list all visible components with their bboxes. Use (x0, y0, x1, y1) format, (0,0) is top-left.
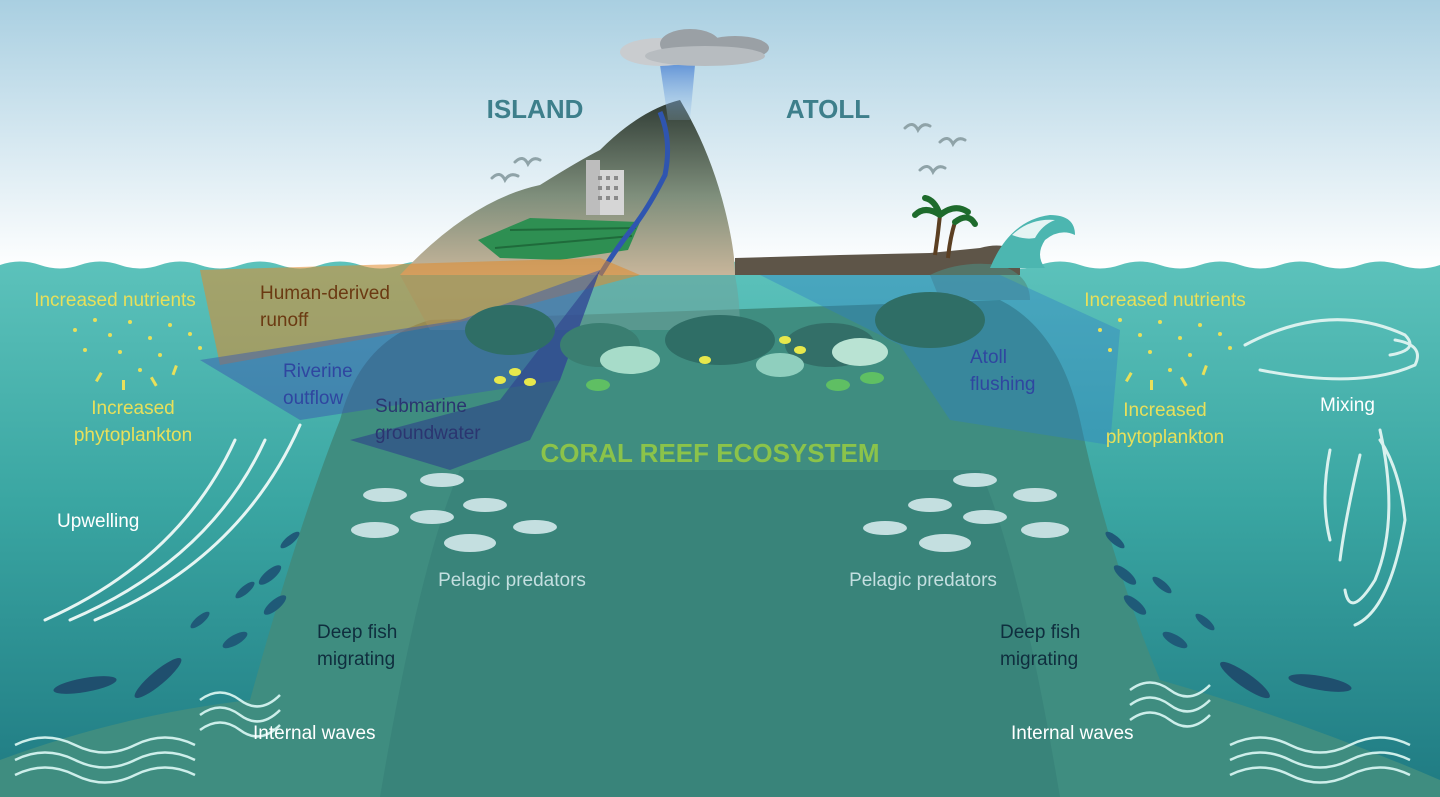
squid-icon (53, 657, 1352, 699)
atoll-heading: ATOLL (786, 94, 870, 124)
nutrient-particles-left (73, 318, 202, 390)
pelagic-predator-fish-left (351, 473, 557, 552)
mixing-label: Mixing (1320, 395, 1375, 416)
runoff-plume (200, 258, 640, 365)
phyto-label-left-1: Increased (91, 398, 174, 419)
pelagic-predator-fish-right (863, 473, 1069, 552)
riverine-label-2: outflow (283, 388, 343, 409)
building-windows (598, 176, 618, 200)
deepfish-label-left-1: Deep fish (317, 622, 397, 643)
atoll-flushing-label-1: Atoll (970, 347, 1007, 368)
rain-beam (660, 65, 695, 120)
upwelling-arrows (43, 423, 302, 622)
mixing-arrows (1243, 318, 1419, 627)
phyto-label-left-2: phytoplankton (74, 425, 192, 446)
predators-label-left: Pelagic predators (438, 570, 586, 591)
predators-label-right: Pelagic predators (849, 570, 997, 591)
deep-fish-right (1105, 531, 1215, 649)
atoll-flushing-label-2: flushing (970, 374, 1036, 395)
wave-crest (1012, 219, 1055, 239)
deep-fish-left (190, 531, 300, 649)
palm-tree-icon (912, 195, 978, 259)
coral-reef (465, 292, 985, 377)
island-mountain (400, 100, 735, 275)
runoff-label-1: Human-derived (260, 283, 390, 304)
nutrients-label-right: Increased nutrients (1084, 290, 1246, 311)
breaking-wave (990, 215, 1075, 268)
submarine-label-2: groundwater (375, 423, 481, 444)
deepfish-label-left-2: migrating (317, 649, 395, 670)
cloud-icon (620, 29, 769, 66)
internal-waves-label-left: Internal waves (253, 723, 376, 744)
atoll-flushing-plume (760, 275, 1120, 445)
deepfish-label-right-2: migrating (1000, 649, 1078, 670)
river (597, 111, 671, 277)
upwelling-label: Upwelling (57, 511, 139, 532)
internal-waves-left (14, 691, 281, 784)
field-divider (509, 227, 637, 231)
atoll-underwater (930, 263, 1030, 300)
internal-waves-label-right: Internal waves (1011, 723, 1134, 744)
phyto-label-right-2: phytoplankton (1106, 427, 1224, 448)
field-divider (494, 235, 633, 249)
nutrients-label-left: Increased nutrients (34, 290, 196, 311)
island-heading: ISLAND (487, 94, 584, 124)
deepfish-label-right-1: Deep fish (1000, 622, 1080, 643)
submarine-label-1: Submarine (375, 396, 467, 417)
phyto-label-right-1: Increased (1123, 400, 1206, 421)
groundwater-plume (350, 270, 600, 470)
reef-fish-icon (494, 336, 806, 386)
bird-icon (490, 123, 967, 184)
riverine-label-1: Riverine (283, 361, 353, 382)
nutrient-particles-right (1098, 318, 1232, 390)
runoff-label-2: runoff (260, 310, 309, 331)
ecosystem-heading: CORAL REEF ECOSYSTEM (540, 438, 879, 468)
internal-waves-right (1129, 681, 1411, 784)
seamount-shade (380, 470, 1060, 797)
green-fish-icon (586, 372, 884, 391)
building-tower (586, 160, 600, 215)
